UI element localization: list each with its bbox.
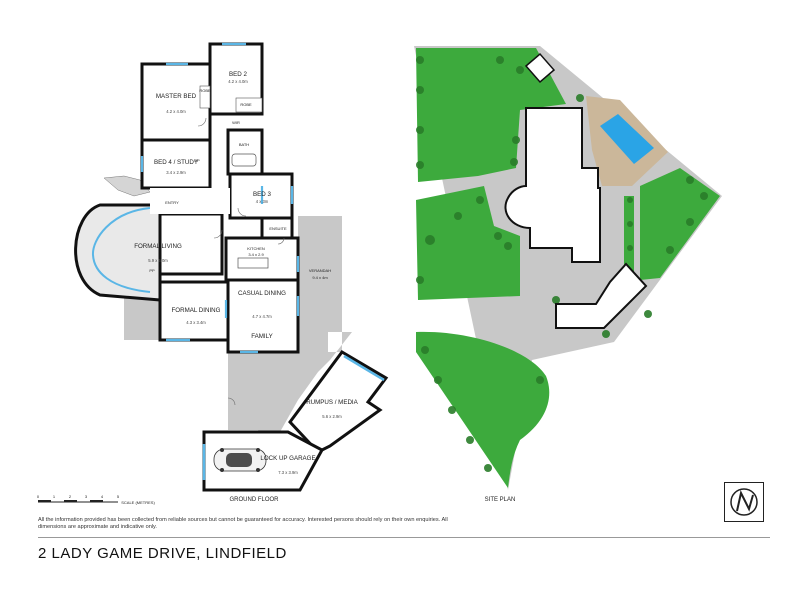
dims-family: 4.7 x 4.7m (252, 314, 272, 319)
label-verandah: VERANDAH (309, 268, 331, 273)
rumpus-outline (288, 350, 389, 454)
lawn-north (416, 48, 566, 182)
robe-cupboard (199, 85, 211, 109)
bath-outline (226, 128, 264, 176)
property-address: 2 LADY GAME DRIVE, LINDFIELD (38, 545, 287, 562)
scale-tick-5: 5 (117, 494, 120, 499)
footer-divider (38, 537, 770, 538)
pool (600, 114, 654, 164)
label-bed4: BED 4 / STUDY (154, 159, 198, 166)
scale-tick-1: 1 (53, 494, 56, 499)
label-garage: LOCK UP GARAGE (260, 455, 315, 462)
scale-tick-4: 4 (101, 494, 104, 499)
verandah-paving (298, 216, 342, 352)
label-formal-living: FORMAL LIVING (134, 243, 182, 250)
scale-tick-3: 3 (85, 494, 88, 499)
lawn-west (416, 186, 520, 300)
dims-rumpus: 5.6 x 2.9m (322, 414, 342, 419)
formal-living-bay (74, 203, 162, 302)
dims-verandah: 9.4 x 4m (312, 275, 328, 280)
dims-bed4: 3.4 x 2.9m (166, 170, 186, 175)
scale-tick-2: 2 (69, 494, 72, 499)
label-wir: WIR (232, 120, 240, 125)
site-plan-caption: SITE PLAN (485, 497, 516, 503)
lawn-south (416, 331, 550, 488)
terrace-paving (124, 290, 160, 340)
robe-cupboard-2 (235, 97, 263, 113)
dims-bed3: 4 x 3m (256, 199, 269, 204)
label-formal-dining: FORMAL DINING (172, 307, 221, 314)
label-bed3: BED 3 (253, 191, 271, 198)
label-rumpus: RUMPUS / MEDIA (306, 399, 358, 406)
lawn-strip (624, 196, 634, 272)
ground-floor-plan: MASTER BED 4.2 x 4.0m BED 2 4.2 x 4.0m B… (74, 42, 389, 503)
north-arrow-icon (724, 482, 764, 522)
garage-footprint (555, 262, 648, 329)
label-robe: ROBE (199, 88, 211, 93)
label-family: FAMILY (251, 333, 273, 340)
label-ensuite: ENSUITE (269, 226, 287, 231)
scale-bar: 0 1 2 3 4 5 SCALE (METRES) (37, 494, 156, 505)
dims-kitchen: 3.4 x 2.9 (248, 252, 264, 257)
ground-floor-caption: GROUND FLOOR (229, 497, 279, 503)
label-master-bed: MASTER BED (156, 93, 197, 100)
car-icon (213, 448, 267, 472)
label-bed2: BED 2 (229, 71, 247, 78)
scale-tick-0: 0 (37, 494, 40, 499)
site-plan: SITE PLAN (414, 46, 722, 503)
formal-living-outline (158, 212, 224, 276)
label-bath: BATH (239, 142, 249, 147)
scale-label: SCALE (METRES) (121, 500, 155, 505)
kitchen-island (237, 257, 269, 269)
dims-formal-living: 5.9 x 5.0m (148, 258, 168, 263)
label-entry: ENTRY (165, 200, 179, 205)
garden-shed (524, 52, 556, 84)
label-pp: PP (194, 158, 200, 163)
label-kitchen: KITCHEN (247, 246, 265, 251)
dims-bed2: 4.2 x 4.0m (228, 79, 248, 84)
disclaimer-text: All the information provided has been co… (38, 517, 448, 530)
label-robe-2: ROBE (240, 102, 252, 107)
bathtub (231, 153, 257, 167)
label-pp-2: PP (149, 268, 155, 273)
dims-garage: 7.3 x 3.9m (278, 470, 298, 475)
house-footprint (504, 107, 601, 263)
bay-glazing (91, 207, 151, 293)
label-casual-dining: CASUAL DINING (238, 290, 286, 297)
dims-formal-dining: 4.3 x 3.4m (186, 320, 206, 325)
entry-hall (150, 188, 230, 214)
driveway-paving (228, 332, 352, 436)
dims-master-bed: 4.2 x 4.0m (166, 109, 186, 114)
